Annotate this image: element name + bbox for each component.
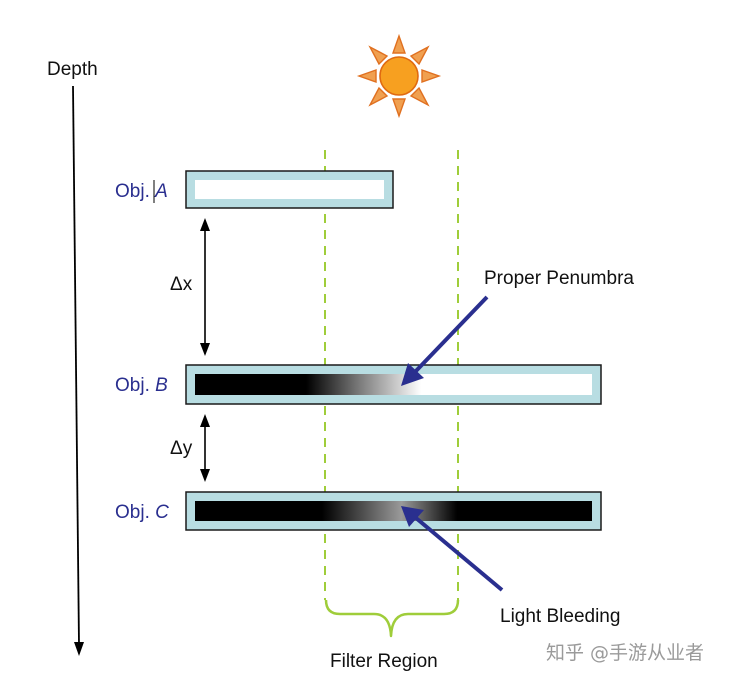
object-c-name: C — [155, 502, 169, 523]
delta-x-label: Δx — [170, 274, 193, 295]
object-a-prefix: Obj. — [115, 181, 155, 202]
object-b-label: Obj. B — [115, 375, 168, 396]
object-c-label: Obj. C — [115, 502, 169, 523]
delta-x-arrow — [200, 218, 210, 356]
delta-y-arrow — [200, 414, 210, 482]
object-a — [185, 170, 394, 209]
proper-penumbra-label: Proper Penumbra — [484, 268, 634, 289]
delta-y-label: Δy — [170, 438, 193, 459]
watermark: 知乎 @手游从业者 — [546, 642, 704, 664]
sun-icon — [356, 33, 442, 119]
filter-region-label: Filter Region — [330, 651, 438, 672]
object-a-name: A — [154, 181, 168, 202]
object-b-shadow — [195, 374, 592, 395]
depth-axis: Depth — [47, 59, 98, 656]
object-a-label: Obj. A — [115, 181, 168, 202]
depth-label: Depth — [47, 59, 98, 80]
object-b-prefix: Obj. — [115, 375, 155, 396]
filter-region-brace — [324, 599, 460, 638]
light-bleeding-label: Light Bleeding — [500, 606, 620, 627]
object-c-prefix: Obj. — [115, 502, 155, 523]
object-b — [185, 364, 602, 405]
light-bleeding-arrow — [401, 506, 504, 592]
object-c-shadow — [195, 501, 592, 521]
object-c — [185, 491, 602, 531]
object-b-name: B — [155, 375, 168, 396]
proper-penumbra-arrow — [401, 295, 489, 386]
